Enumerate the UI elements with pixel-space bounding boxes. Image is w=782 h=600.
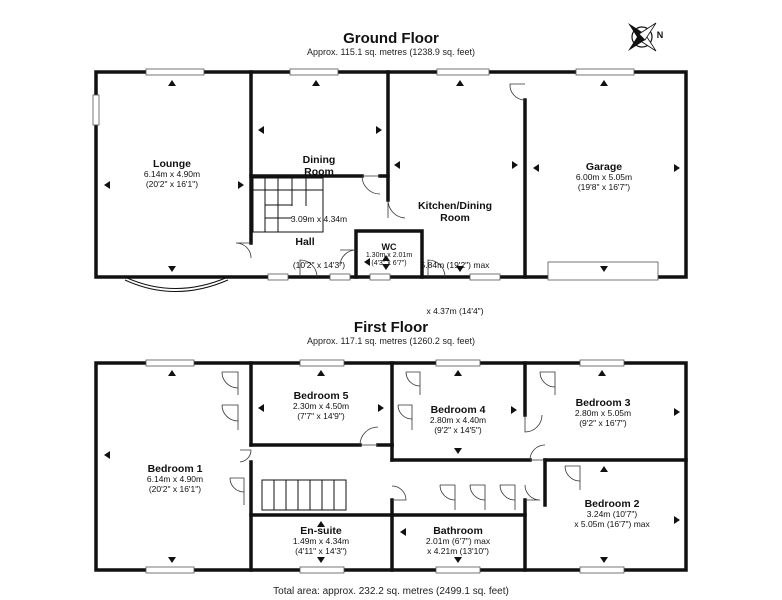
room-name: Lounge [153,158,191,170]
room-name: Bedroom 2 [584,498,640,510]
first-floor-arrows [104,370,680,563]
room-dimensions: 3.24m (10'7") [586,509,638,520]
room-dimensions-imperial: x 4.21m (13'10") [427,545,489,556]
room-dimensions: 1.49m x 4.34m [292,536,350,547]
room-dimensions: 1.30m x 2.01m [365,252,413,260]
room-dining: Dining Room 3.09m x 4.34m (10'2" x 14'3"… [291,117,347,289]
room-dimensions-imperial: (9'2" x 14'5") [434,424,482,435]
first-floor-area: Approx. 117.1 sq. metres (1260.2 sq. fee… [307,336,475,346]
room-dimensions-imperial: (9'2" x 16'7") [579,417,627,428]
room-name: Garage [585,161,623,173]
room-dimensions-imperial: (4'3" x 6'7") [371,260,407,268]
room-dimensions-imperial: (7'7" x 14'9") [297,410,345,421]
room-name: WC [381,242,397,252]
room-dimensions-imperial: (20'2" x 16'1") [148,483,202,494]
room-name: Bedroom 1 [147,463,203,475]
ground-floor-title: Ground Floor [343,30,439,47]
ground-floor-windows [92,68,659,281]
compass-icon [628,22,657,52]
room-garage: Garage 6.00m x 5.05m (19'8" x 16'7") [576,161,632,193]
room-dimensions-imperial: (20'2" x 16'1") [145,178,199,189]
room-dimensions: 3.09m x 4.34m [290,213,348,224]
compass-north-label: N [656,30,664,40]
room-dimensions-imperial: x 4.37m (14'4") [426,306,484,317]
room-dimensions: 6.14m x 4.90m [143,169,201,180]
room-bedroom-4: Bedroom 4 2.80m x 4.40m (9'2" x 14'5") [430,404,486,436]
room-name: Dining Room [302,153,336,178]
room-name: Hall [295,236,315,248]
room-name: Bedroom 3 [575,397,631,409]
room-wc: WC 1.30m x 2.01m (4'3" x 6'7") [366,242,412,268]
room-name: Kitchen/Dining Room [417,199,493,224]
total-area: Total area: approx. 232.2 sq. metres (24… [273,586,509,597]
first-floor-doors [221,371,581,510]
ground-floor-stairs [252,177,324,233]
room-bedroom-1: Bedroom 1 6.14m x 4.90m (20'2" x 16'1") [147,463,203,495]
first-floor-windows [145,359,625,574]
room-dimensions: 6.00m x 5.05m [575,172,633,183]
room-dimensions-imperial: (4'11" x 14'3") [295,545,347,556]
room-dimensions: 2.30m x 4.50m [292,401,350,412]
room-dimensions-imperial: (19'8" x 16'7") [577,181,631,192]
room-name: Bedroom 5 [293,390,349,402]
room-dimensions: 5.84m (19'2") max [420,259,490,270]
room-bedroom-3: Bedroom 3 2.80m x 5.05m (9'2" x 16'7") [575,397,631,429]
room-name: Bedroom 4 [430,404,486,416]
first-floor-walls [94,361,688,572]
ground-floor-arrows [104,80,680,272]
room-bedroom-2: Bedroom 2 3.24m (10'7") x 5.05m (16'7") … [574,498,650,530]
room-dimensions: 2.01m (6'7") max [425,536,491,547]
ground-floor-area: Approx. 115.1 sq. metres (1238.9 sq. fee… [307,47,475,57]
room-dimensions: 2.80m x 5.05m [574,408,632,419]
room-lounge: Lounge 6.14m x 4.90m (20'2" x 16'1") [144,158,200,190]
room-dimensions-imperial: x 5.05m (16'7") max [574,518,650,529]
ground-floor-doors [235,83,526,278]
room-name: En-suite [300,525,342,537]
room-en-suite: En-suite 1.49m x 4.34m (4'11" x 14'3") [293,525,349,557]
room-name: Bathroom [433,525,483,537]
lounge-bay-window [124,276,229,289]
room-hall: Hall [295,236,314,248]
room-kitchen: Kitchen/Dining Room 5.84m (19'2") max x … [418,163,492,335]
room-dimensions: 6.14m x 4.90m [146,474,204,485]
room-dimensions: 2.80m x 4.40m [429,415,487,426]
first-floor-stairs [261,479,347,511]
room-dimensions-imperial: (10'2" x 14'3") [292,260,346,271]
first-floor-title: First Floor [353,319,429,336]
room-bedroom-5: Bedroom 5 2.30m x 4.50m (7'7" x 14'9") [293,390,349,422]
room-bathroom: Bathroom 2.01m (6'7") max x 4.21m (13'10… [426,525,490,557]
ground-floor-walls [94,70,688,279]
